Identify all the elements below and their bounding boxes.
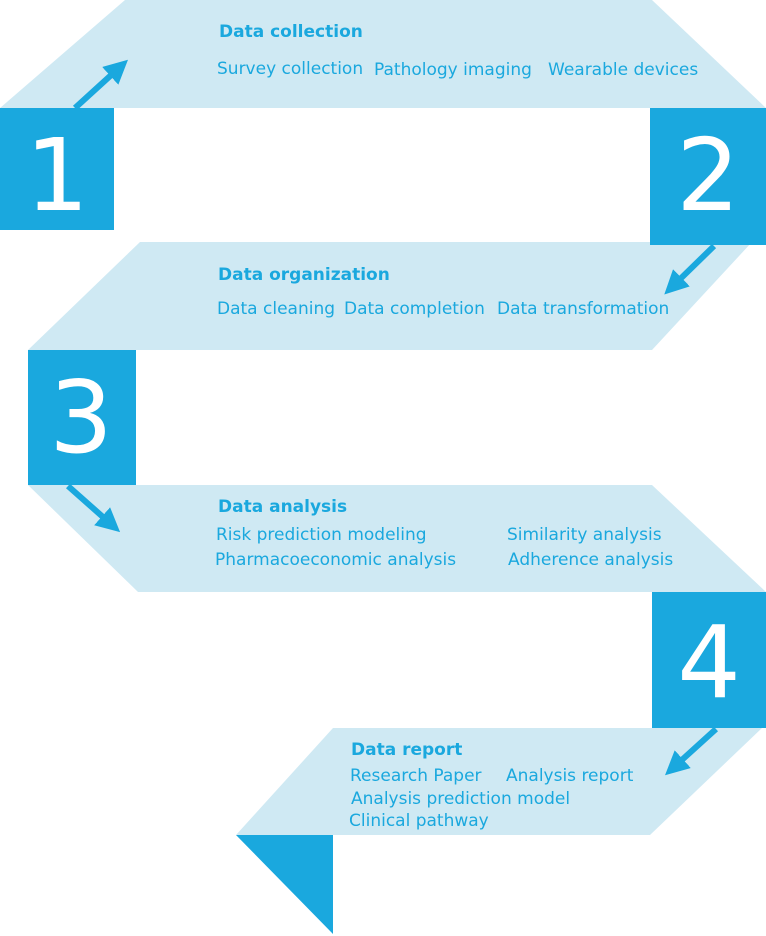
step-4-item-3: Analysis prediction model <box>351 789 571 809</box>
step-2-item-3: Data transformation <box>497 299 670 319</box>
step-4-item-2: Analysis report <box>506 766 634 786</box>
ribbon-band-2 <box>28 242 752 350</box>
step-3-box <box>28 350 136 485</box>
step-4-number: 4 <box>677 604 741 721</box>
step-2-box <box>650 108 766 245</box>
step-3-item-2: Similarity analysis <box>507 525 662 545</box>
step-1-item-2: Pathology imaging <box>374 60 532 80</box>
step-4-title: Data report <box>351 740 463 760</box>
step-4-item-1: Research Paper <box>350 766 482 786</box>
step-3-item-3: Pharmacoeconomic analysis <box>215 550 457 570</box>
step-2-item-1: Data cleaning <box>217 299 336 319</box>
step-1-item-3: Wearable devices <box>548 60 699 80</box>
step-1-box <box>0 108 114 230</box>
ribbon-band-1 <box>0 0 766 108</box>
step-1-number: 1 <box>25 117 89 234</box>
step-1-title: Data collection <box>219 22 363 42</box>
ribbon-tail <box>236 835 333 934</box>
arrow-icon-4 <box>665 726 719 776</box>
step-2-title: Data organization <box>218 265 390 285</box>
step-4-box <box>652 592 766 728</box>
ribbon-band-3 <box>28 485 766 592</box>
step-1-item-1: Survey collection <box>217 59 364 79</box>
step-3-item-4: Adherence analysis <box>508 550 674 570</box>
step-3-number: 3 <box>49 359 113 476</box>
arrow-icon-2 <box>664 243 717 295</box>
step-2-item-2: Data completion <box>344 299 485 319</box>
ribbon-band-4 <box>236 728 762 835</box>
step-4-item-4: Clinical pathway <box>349 811 489 831</box>
arrow-icon-1 <box>72 59 128 111</box>
step-3-item-1: Risk prediction modeling <box>216 525 427 545</box>
step-2-number: 2 <box>676 117 740 234</box>
step-3-title: Data analysis <box>218 497 348 517</box>
arrow-icon-3 <box>66 483 121 533</box>
